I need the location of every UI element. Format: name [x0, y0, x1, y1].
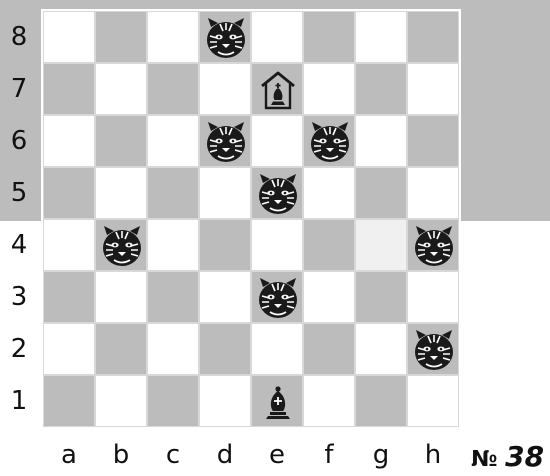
- square-c5[interactable]: [147, 167, 199, 219]
- square-d3[interactable]: [199, 271, 251, 323]
- square-e2[interactable]: [251, 323, 303, 375]
- square-f4[interactable]: [303, 219, 355, 271]
- square-f7[interactable]: [303, 63, 355, 115]
- rank-label-8: 8: [4, 11, 34, 63]
- rank-label-2: 2: [4, 323, 34, 375]
- square-f8[interactable]: [303, 11, 355, 63]
- square-e5[interactable]: [251, 167, 303, 219]
- square-g7[interactable]: [355, 63, 407, 115]
- square-e4[interactable]: [251, 219, 303, 271]
- file-label-g: g: [355, 440, 407, 470]
- square-h8[interactable]: [407, 11, 459, 63]
- file-label-c: c: [147, 440, 199, 470]
- square-d6[interactable]: [199, 115, 251, 167]
- square-g3[interactable]: [355, 271, 407, 323]
- square-d8[interactable]: [199, 11, 251, 63]
- square-c4[interactable]: [147, 219, 199, 271]
- square-d4[interactable]: [199, 219, 251, 271]
- square-d7[interactable]: [199, 63, 251, 115]
- square-c8[interactable]: [147, 11, 199, 63]
- file-label-d: d: [199, 440, 251, 470]
- square-f2[interactable]: [303, 323, 355, 375]
- square-b5[interactable]: [95, 167, 147, 219]
- file-label-b: b: [95, 440, 147, 470]
- rank-label-6: 6: [4, 115, 34, 167]
- square-e6[interactable]: [251, 115, 303, 167]
- square-h3[interactable]: [407, 271, 459, 323]
- square-g4[interactable]: [355, 219, 407, 271]
- square-a2[interactable]: [43, 323, 95, 375]
- square-c6[interactable]: [147, 115, 199, 167]
- square-e3[interactable]: [251, 271, 303, 323]
- square-c2[interactable]: [147, 323, 199, 375]
- square-b2[interactable]: [95, 323, 147, 375]
- rank-label-4: 4: [4, 219, 34, 271]
- square-h4[interactable]: [407, 219, 459, 271]
- square-b6[interactable]: [95, 115, 147, 167]
- square-b7[interactable]: [95, 63, 147, 115]
- square-a1[interactable]: [43, 375, 95, 427]
- square-g1[interactable]: [355, 375, 407, 427]
- rank-label-7: 7: [4, 63, 34, 115]
- square-g2[interactable]: [355, 323, 407, 375]
- square-f1[interactable]: [303, 375, 355, 427]
- file-label-a: a: [43, 440, 95, 470]
- square-d1[interactable]: [199, 375, 251, 427]
- square-h6[interactable]: [407, 115, 459, 167]
- square-e7[interactable]: [251, 63, 303, 115]
- square-a6[interactable]: [43, 115, 95, 167]
- square-c3[interactable]: [147, 271, 199, 323]
- square-b1[interactable]: [95, 375, 147, 427]
- square-e1[interactable]: [251, 375, 303, 427]
- file-label-f: f: [303, 440, 355, 470]
- puzzle-number: № 38: [471, 440, 544, 473]
- square-a7[interactable]: [43, 63, 95, 115]
- square-a8[interactable]: [43, 11, 95, 63]
- square-d2[interactable]: [199, 323, 251, 375]
- square-h1[interactable]: [407, 375, 459, 427]
- number-value: 38: [505, 440, 544, 473]
- square-h2[interactable]: [407, 323, 459, 375]
- square-b8[interactable]: [95, 11, 147, 63]
- square-h5[interactable]: [407, 167, 459, 219]
- square-f5[interactable]: [303, 167, 355, 219]
- square-c1[interactable]: [147, 375, 199, 427]
- square-h7[interactable]: [407, 63, 459, 115]
- chess-board: [43, 11, 459, 427]
- rank-label-3: 3: [4, 271, 34, 323]
- square-a3[interactable]: [43, 271, 95, 323]
- file-label-e: e: [251, 440, 303, 470]
- square-a5[interactable]: [43, 167, 95, 219]
- square-f6[interactable]: [303, 115, 355, 167]
- square-f3[interactable]: [303, 271, 355, 323]
- square-g8[interactable]: [355, 11, 407, 63]
- square-a4[interactable]: [43, 219, 95, 271]
- rank-label-5: 5: [4, 167, 34, 219]
- square-d5[interactable]: [199, 167, 251, 219]
- square-g6[interactable]: [355, 115, 407, 167]
- square-b4[interactable]: [95, 219, 147, 271]
- square-g5[interactable]: [355, 167, 407, 219]
- square-e8[interactable]: [251, 11, 303, 63]
- square-b3[interactable]: [95, 271, 147, 323]
- square-c7[interactable]: [147, 63, 199, 115]
- file-label-h: h: [407, 440, 459, 470]
- rank-label-1: 1: [4, 375, 34, 427]
- number-sign: №: [471, 447, 497, 472]
